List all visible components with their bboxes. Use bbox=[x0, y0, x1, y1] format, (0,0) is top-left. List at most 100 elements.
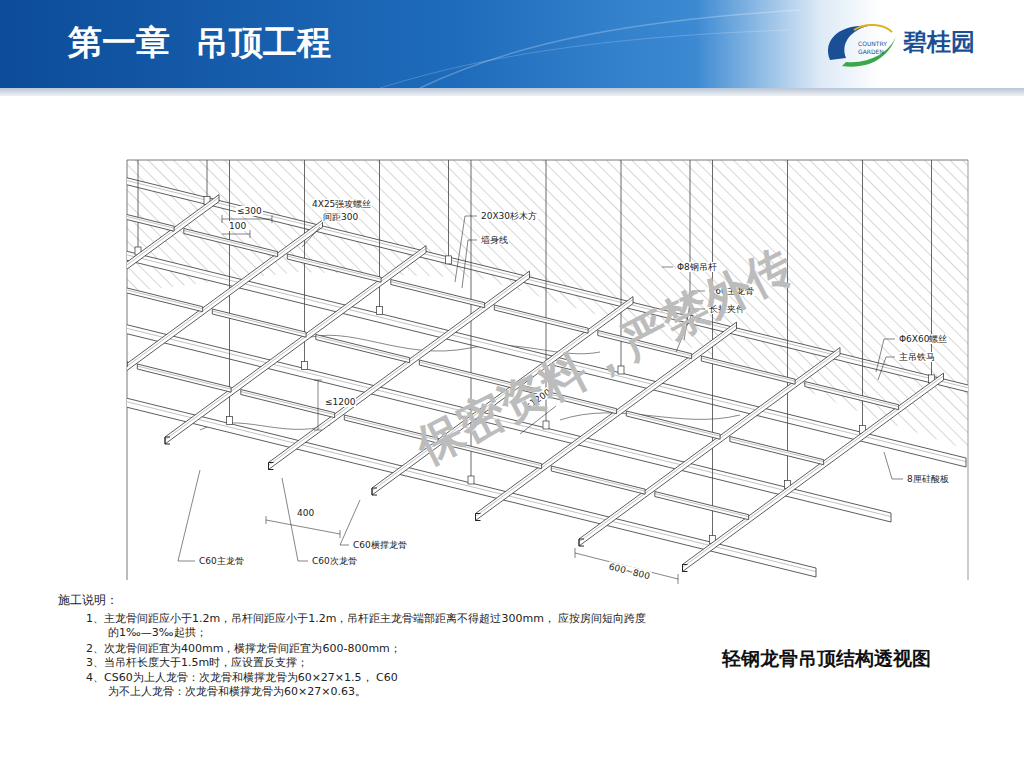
logo-text: COUNTRY bbox=[858, 40, 887, 47]
leader-line bbox=[462, 240, 477, 288]
cross-nogging bbox=[316, 335, 410, 363]
part-label: 4X25强攻螺丝 bbox=[311, 199, 372, 209]
cross-nogging bbox=[212, 309, 306, 337]
cross-nogging bbox=[551, 466, 645, 494]
hanger-rod bbox=[931, 160, 932, 380]
cross-nogging-flange bbox=[391, 282, 485, 305]
secondary-rib bbox=[683, 373, 944, 571]
dimension-text: ≤1200 bbox=[324, 397, 356, 407]
leader-line bbox=[455, 216, 477, 282]
cross-nogging-flange bbox=[137, 366, 231, 389]
cross-nogging-flange bbox=[551, 468, 645, 491]
secondary-rib-flange bbox=[683, 376, 944, 567]
cross-nogging bbox=[241, 390, 335, 418]
leader-line bbox=[884, 452, 903, 479]
cross-nogging-flange bbox=[212, 311, 306, 334]
cross-nogging-flange bbox=[316, 337, 410, 360]
cross-nogging bbox=[391, 280, 485, 308]
hanger-clip bbox=[227, 417, 233, 425]
logo-text: GARDEN bbox=[858, 48, 884, 55]
cross-nogging bbox=[137, 364, 231, 392]
cross-nogging bbox=[127, 284, 203, 312]
dimension-text: ≤300 bbox=[236, 206, 263, 216]
cross-nogging bbox=[701, 356, 795, 384]
cross-nogging-flange bbox=[626, 413, 720, 436]
hanger-rod bbox=[138, 160, 139, 252]
cross-nogging bbox=[655, 492, 749, 520]
channel-end bbox=[165, 437, 170, 444]
notes-heading: 施工说明： bbox=[58, 593, 118, 608]
cross-nogging bbox=[287, 254, 381, 282]
part-label: 20X30杉木方 bbox=[480, 211, 538, 221]
note-text: 2、次龙骨间距宜为400mm，横撑龙骨间距宜为600-800mm； bbox=[86, 642, 668, 656]
cross-nogging bbox=[494, 305, 588, 333]
part-label: Φ6X60螺丝 bbox=[898, 334, 948, 344]
cross-nogging-flange bbox=[494, 307, 588, 330]
hanger-clip bbox=[302, 362, 308, 370]
dimension-line bbox=[266, 516, 340, 538]
ceiling-grid bbox=[127, 160, 968, 577]
dimension-line bbox=[314, 380, 322, 430]
dimension-text: 间距300 bbox=[322, 212, 359, 222]
cross-nogging-flange bbox=[730, 439, 824, 462]
secondary-rib-flange bbox=[165, 248, 426, 439]
dimension-text: 600~800 bbox=[607, 561, 652, 582]
leader-line bbox=[302, 227, 320, 247]
slide-title: 第一章 吊顶工程 bbox=[68, 20, 331, 66]
part-label: C60次龙骨 bbox=[311, 556, 358, 566]
header-wave bbox=[380, 30, 790, 88]
dimension-line bbox=[575, 548, 678, 584]
main-runner-flange bbox=[127, 224, 966, 462]
logo-swoosh bbox=[842, 36, 896, 67]
logo-text: 碧桂园 bbox=[903, 26, 975, 58]
cross-nogging-flange bbox=[184, 231, 278, 254]
dimension-text: 400 bbox=[296, 508, 315, 518]
leader-line bbox=[282, 478, 308, 561]
cross-nogging-flange bbox=[701, 358, 795, 381]
leader-lines bbox=[178, 215, 903, 584]
channel-end bbox=[579, 539, 584, 546]
channel-end bbox=[372, 488, 377, 495]
part-label: 墙身线 bbox=[480, 235, 509, 245]
part-label: C60横撑龙骨 bbox=[352, 540, 408, 550]
figure-caption: 轻钢龙骨吊顶结构透视图 bbox=[722, 646, 931, 672]
leader-line bbox=[340, 500, 360, 545]
cross-nogging-flange bbox=[287, 256, 381, 279]
logo-swoosh bbox=[854, 25, 892, 32]
part-label: 8厘硅酸板 bbox=[906, 474, 950, 484]
hanger-rod bbox=[379, 160, 380, 312]
cross-nogging-flange bbox=[127, 286, 203, 309]
leader-line bbox=[178, 470, 200, 561]
channel-end bbox=[269, 463, 274, 470]
cross-nogging bbox=[805, 382, 899, 410]
dimension-text: 100 bbox=[228, 221, 247, 231]
cross-nogging bbox=[127, 203, 174, 231]
part-label: C60主龙骨 bbox=[198, 556, 245, 566]
note-text: 3、当吊杆长度大于1.5m时，应设置反支撑； bbox=[86, 656, 668, 670]
cross-nogging bbox=[626, 411, 720, 439]
cross-nogging-flange bbox=[127, 205, 174, 228]
hanger-rod bbox=[862, 160, 863, 431]
cross-nogging-flange bbox=[805, 384, 899, 407]
part-label: 主吊铁马 bbox=[898, 352, 936, 362]
note-text: 4、CS60为上人龙骨：次龙骨和横撑龙骨为60×27×1.5， C60为不上人龙… bbox=[86, 671, 404, 699]
secondary-rib bbox=[127, 220, 323, 418]
channel-end bbox=[683, 565, 688, 572]
cross-nogging bbox=[184, 229, 278, 257]
header-strip bbox=[0, 88, 1024, 96]
cross-nogging bbox=[730, 437, 824, 465]
cross-nogging-flange bbox=[127, 341, 128, 364]
hanger-clip bbox=[377, 307, 383, 315]
hanger-clip bbox=[446, 256, 452, 264]
channel-end bbox=[476, 514, 481, 521]
leader-line bbox=[662, 267, 673, 268]
leader-line bbox=[876, 339, 895, 372]
secondary-rib-flange bbox=[127, 223, 323, 414]
note-text: 1、主龙骨间距应小于1.2m，吊杆间距应小于1.2m，吊杆距主龙骨端部距离不得超… bbox=[86, 612, 656, 640]
hanger-rod bbox=[712, 160, 713, 541]
hanger-rod bbox=[448, 160, 449, 261]
cross-nogging bbox=[127, 339, 128, 367]
hanger-clip bbox=[468, 476, 474, 484]
secondary-rib bbox=[165, 246, 426, 444]
